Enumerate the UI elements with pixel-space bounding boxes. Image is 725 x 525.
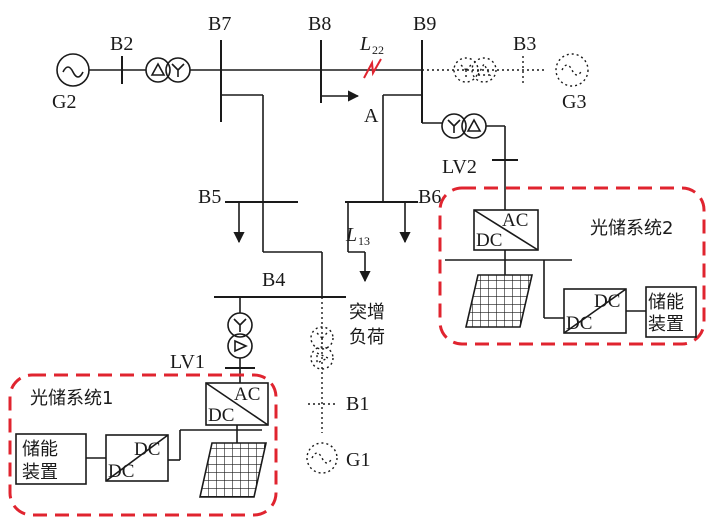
transformer-y-delta-lv2 [441, 113, 487, 139]
pv-storage-system-1-boundary [8, 373, 278, 517]
generator-g2 [56, 53, 90, 87]
storage2-text-line1: 储能 [648, 292, 684, 313]
dcdc1-dc-top-text: DC [134, 439, 160, 460]
sudden-load-label-line2: 负荷 [349, 327, 385, 348]
bus-b5-label: B5 [198, 186, 221, 208]
transformer-y-delta-dotted-b1 [310, 326, 334, 370]
storage2-text-line2: 装置 [648, 314, 684, 335]
bus-b9-label: B9 [413, 13, 436, 35]
point-a-label: A [364, 105, 379, 127]
bus-b8-label: B8 [308, 13, 331, 35]
bus-b3-label: B3 [513, 33, 536, 55]
dcdc-converter-1: DC DC [105, 434, 169, 482]
dcdc1-dc-bottom-text: DC [108, 461, 134, 482]
dcdc-converter-2: DC DC [563, 288, 627, 334]
generator-g3 [555, 53, 589, 87]
transformer-y-delta-dotted [453, 57, 497, 83]
generator-g3-label: G3 [562, 91, 586, 113]
fault-marker-l22 [363, 58, 382, 79]
storage-device-2: 储能 装置 [645, 286, 697, 338]
transformer-delta-y-top [145, 57, 191, 83]
bus-b7-label: B7 [208, 13, 231, 35]
transformer-y-delta-lv1 [227, 312, 253, 359]
inverter-acdc-1: AC DC [205, 382, 269, 426]
line-l13-label: L [345, 224, 357, 246]
sudden-load-label-line1: 突增 [349, 302, 385, 323]
bus-b2-label: B2 [110, 33, 133, 55]
bus-lv2-label: LV2 [442, 156, 477, 178]
dcdc2-dc-bottom-text: DC [566, 313, 592, 334]
bus-b6-label: B6 [418, 186, 441, 208]
bus-b4-label: B4 [262, 269, 285, 291]
inverter-1-ac-text: AC [234, 384, 260, 405]
generator-g1-label: G1 [346, 449, 370, 471]
generator-g1 [306, 442, 338, 474]
inverter-acdc-2: AC DC [473, 209, 539, 251]
pv-storage-system-2-label: 光储系统2 [590, 218, 673, 239]
pv-storage-system-1-label: 光储系统1 [30, 388, 113, 409]
bus-lv1-label: LV1 [170, 351, 205, 373]
bus-b1-label: B1 [346, 393, 369, 415]
storage1-text-line2: 装置 [22, 462, 58, 483]
generator-g2-label: G2 [52, 91, 76, 113]
line-l22-subscript: 22 [372, 43, 384, 57]
pv-panel-2 [464, 274, 534, 328]
line-l22-label: L [359, 33, 371, 55]
storage-device-1: 储能 装置 [15, 433, 87, 485]
inverter-2-ac-text: AC [502, 210, 528, 231]
inverter-2-dc-text: DC [476, 230, 502, 251]
pv-panel-1 [199, 442, 267, 498]
pv-storage-system-2-boundary [438, 186, 706, 346]
storage1-text-line1: 储能 [22, 439, 58, 460]
dcdc2-dc-top-text: DC [594, 291, 620, 312]
line-l13-subscript: 13 [358, 234, 370, 248]
inverter-1-dc-text: DC [208, 405, 234, 426]
